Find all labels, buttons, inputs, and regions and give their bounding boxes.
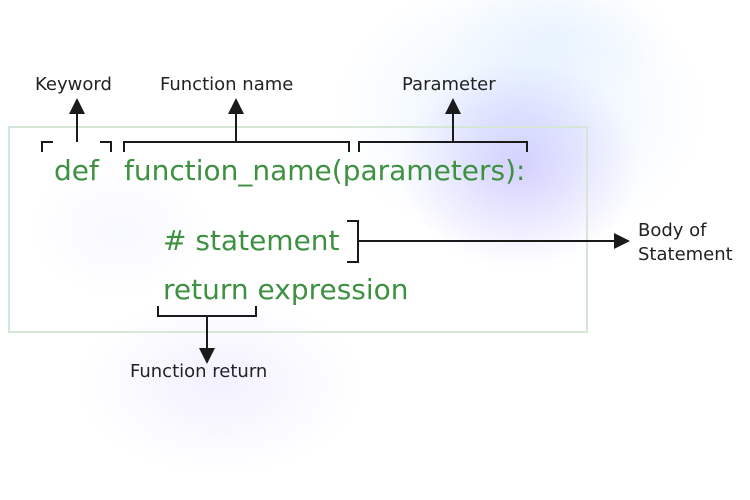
function-return-label: Function return	[130, 361, 268, 382]
code-block-box	[8, 126, 588, 333]
function-name-label: Function name	[160, 74, 294, 95]
keyword-label: Keyword	[35, 74, 112, 95]
code-def-keyword: def	[54, 154, 99, 187]
body-of-statement-label: Body of Statement	[638, 220, 733, 265]
code-return-line: return expression	[163, 273, 409, 306]
parameter-label: Parameter	[402, 74, 496, 95]
code-statement-line: # statement	[163, 224, 340, 257]
code-function-signature: function_name(parameters):	[124, 154, 526, 187]
